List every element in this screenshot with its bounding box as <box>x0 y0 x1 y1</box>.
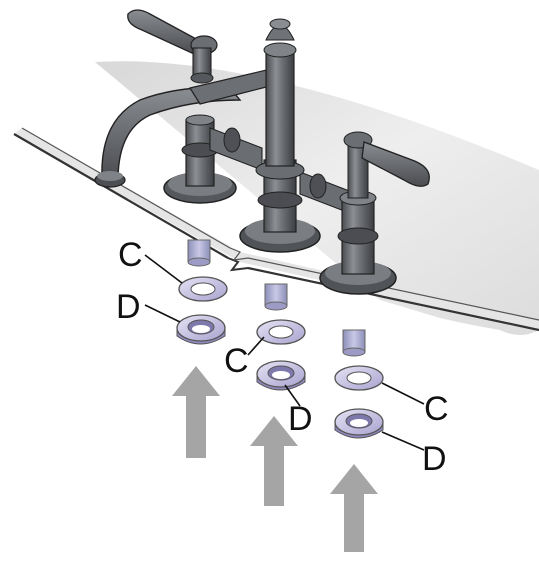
arrow-up-icon <box>250 416 298 506</box>
leader-lines <box>144 254 425 451</box>
valve-stubs <box>187 239 366 357</box>
arrow-up-icon <box>330 464 378 552</box>
callout-d-center: D <box>288 400 313 438</box>
callout-c-right: C <box>424 390 449 428</box>
callout-c-center: C <box>224 342 249 380</box>
washer-d-left <box>176 314 226 345</box>
left-valve-body <box>163 114 237 204</box>
washer-c-center <box>256 319 306 345</box>
washer-d-center <box>256 360 306 391</box>
callout-c-left: C <box>118 236 143 274</box>
right-handle <box>361 141 430 187</box>
left-handle <box>127 9 218 84</box>
washer-d-right <box>334 408 384 439</box>
washer-c-right <box>334 365 384 391</box>
callout-d-left: D <box>116 288 141 326</box>
callout-d-right: D <box>422 440 447 478</box>
arrow-up-icon <box>172 366 220 458</box>
bridge-pipe <box>209 127 353 215</box>
center-column <box>239 18 321 253</box>
washer-c-left <box>178 276 228 302</box>
